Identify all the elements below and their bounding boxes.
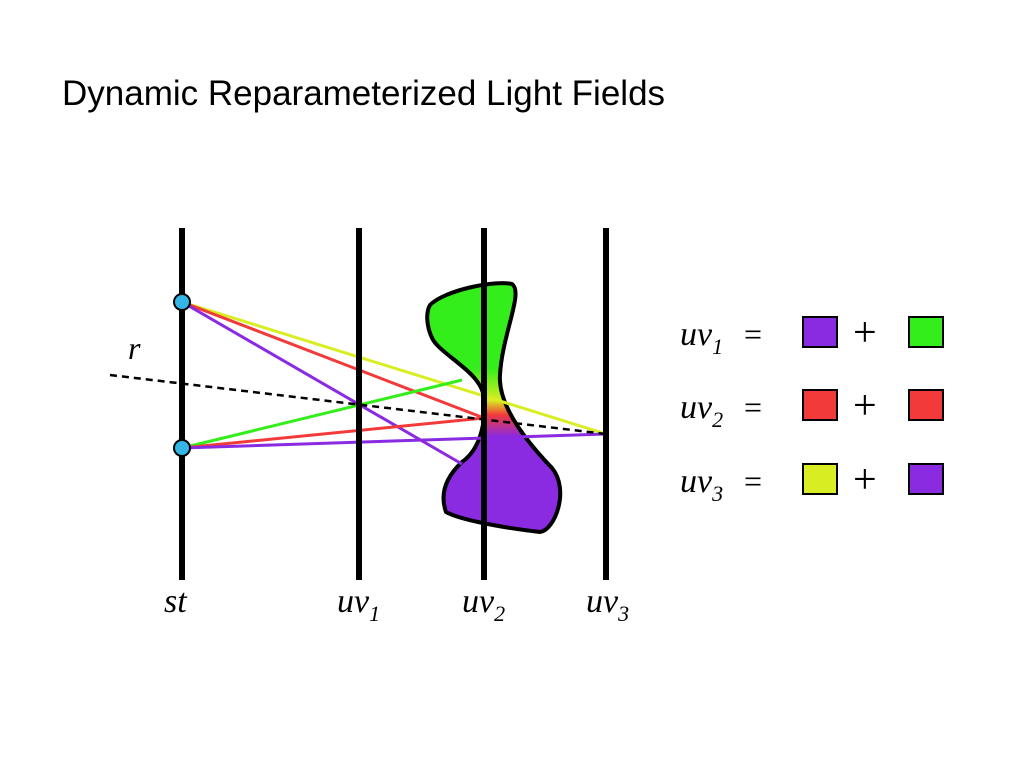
ray-upper-purple <box>181 300 463 466</box>
legend-uv1-swatch-left <box>802 316 838 348</box>
plane-label-uv3: uv3 <box>586 583 629 626</box>
legend-row-uv1: uv1 = + <box>680 310 944 359</box>
rays-upper <box>181 300 607 466</box>
legend-uv3-swatch-right <box>908 463 944 495</box>
legend-uv3-plus: + <box>853 457 877 503</box>
ray-lower-green <box>181 378 463 450</box>
legend-uv1-equals: = <box>744 316 762 352</box>
ray-upper-red <box>181 300 485 420</box>
plane-label-uv2-base: uv <box>462 583 495 620</box>
ray-lower-purple <box>181 432 607 450</box>
rays-lower <box>181 378 607 450</box>
ray-label-r: r <box>128 330 141 366</box>
legend-uv1-label: uv1 <box>680 316 723 359</box>
sample-point-upper <box>173 293 191 311</box>
legend-uv1-swatch-right <box>908 316 944 348</box>
legend-uv3-swatch-left <box>802 463 838 495</box>
ray-lower-red <box>181 416 485 450</box>
scene-object <box>425 281 563 534</box>
legend-row-uv3: uv3 = + <box>680 457 944 506</box>
ray-upper-yellow <box>181 300 607 436</box>
plane-label-uv3-base: uv <box>586 583 619 620</box>
legend-row-uv2: uv2 = + <box>680 383 944 432</box>
legend-uv2-equals: = <box>744 389 762 425</box>
slide-title: Dynamic Reparameterized Light Fields <box>62 74 666 113</box>
legend-uv2-plus: + <box>853 383 877 429</box>
legend-uv2-swatch-left <box>802 389 838 421</box>
legend-uv3-equals: = <box>744 463 762 499</box>
plane-label-uv1: uv1 <box>337 583 380 626</box>
legend-uv3-label: uv3 <box>680 463 723 506</box>
plane-label-uv2: uv2 <box>462 583 505 626</box>
legend-uv2-swatch-right <box>908 389 944 421</box>
plane-label-uv1-sub: 1 <box>369 601 380 626</box>
legend: uv1 = + uv2 = + uv3 = + <box>680 310 944 506</box>
plane-label-uv1-base: uv <box>337 583 370 620</box>
plane-label-uv3-sub: 3 <box>617 601 629 626</box>
plane-label-uv2-sub: 2 <box>494 601 505 626</box>
sample-point-lower <box>173 439 191 457</box>
legend-uv1-plus: + <box>853 310 877 356</box>
plane-label-st: st <box>164 583 188 620</box>
legend-uv2-label: uv2 <box>680 389 723 432</box>
